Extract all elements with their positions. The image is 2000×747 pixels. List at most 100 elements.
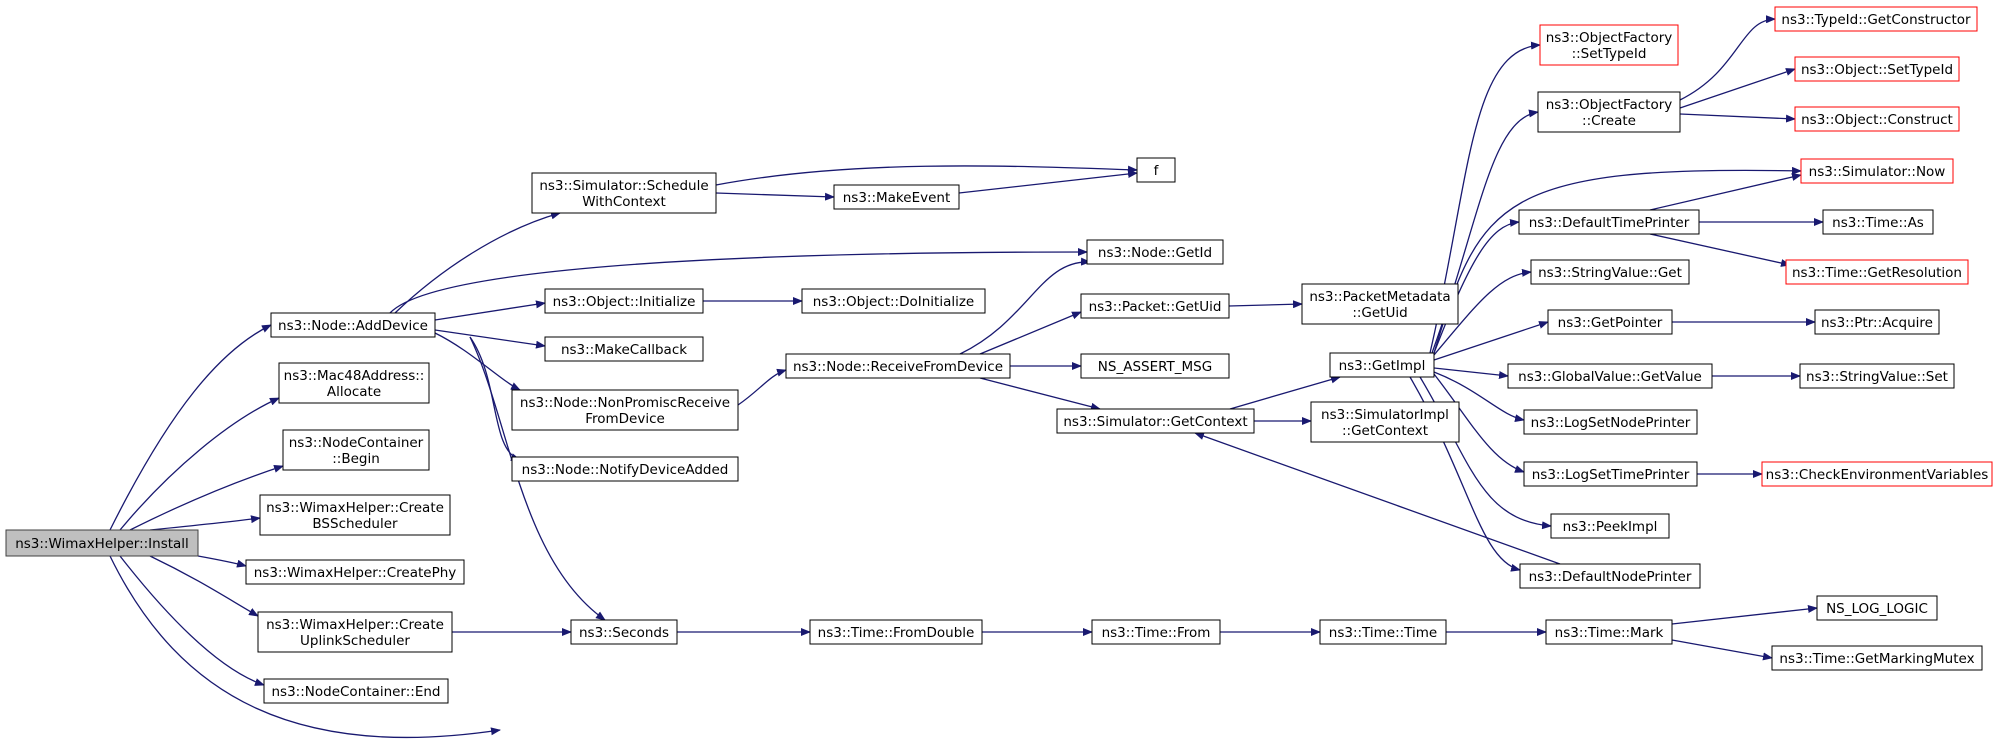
node-seconds[interactable]: ns3::Seconds	[570, 619, 678, 645]
node-pktuid[interactable]: ns3::Packet::GetUid	[1080, 293, 1230, 319]
node-simnow[interactable]: ns3::Simulator::Now	[1800, 158, 1954, 184]
node-getptr[interactable]: ns3::GetPointer	[1547, 309, 1673, 335]
node-strset[interactable]: ns3::StringValue::Set	[1799, 363, 1955, 389]
node-label: ns3::Time::FromDouble	[818, 625, 975, 641]
edge-install-to-ncend	[119, 555, 265, 686]
node-box	[1816, 595, 1938, 621]
node-label: ::Create	[1582, 113, 1636, 129]
node-timefrom[interactable]: ns3::Time::From	[1091, 619, 1221, 645]
node-box	[282, 429, 430, 471]
node-box	[1523, 461, 1698, 487]
node-label: ns3::StringValue::Set	[1806, 369, 1948, 385]
node-install[interactable]: ns3::WimaxHelper::Install	[5, 529, 199, 557]
node-timetime[interactable]: ns3::Time::Time	[1319, 619, 1447, 645]
node-simimplctx[interactable]: ns3::SimulatorImpl::GetContext	[1310, 401, 1460, 443]
node-label: ns3::Node::NonPromiscReceive	[520, 395, 730, 411]
node-box	[570, 619, 678, 645]
node-objsettype[interactable]: ns3::Object::SetTypeId	[1794, 56, 1960, 82]
node-lognode[interactable]: ns3::LogSetNodePrinter	[1523, 409, 1698, 435]
node-getid[interactable]: ns3::Node::GetId	[1086, 239, 1224, 265]
node-typector[interactable]: ns3::TypeId::GetConstructor	[1774, 6, 1978, 32]
node-recvfrom[interactable]: ns3::Node::ReceiveFromDevice	[785, 353, 1011, 379]
edge-install-to-createul	[149, 555, 259, 617]
node-label: ns3::PeekImpl	[1563, 519, 1658, 535]
node-box	[1310, 401, 1460, 443]
edge-getimpl-to-gvget	[1433, 367, 1509, 380]
node-box	[801, 288, 986, 314]
node-ofsettype[interactable]: ns3::ObjectFactory::SetTypeId	[1539, 24, 1679, 66]
node-label: ns3::GetPointer	[1558, 315, 1663, 331]
node-gvget[interactable]: ns3::GlobalValue::GetValue	[1507, 363, 1713, 389]
node-makeevent[interactable]: ns3::MakeEvent	[833, 184, 960, 210]
node-nsassert[interactable]: NS_ASSERT_MSG	[1080, 353, 1230, 379]
node-objconstruct[interactable]: ns3::Object::Construct	[1794, 106, 1960, 132]
node-adddevice[interactable]: ns3::Node::AddDevice	[270, 312, 436, 338]
node-notify[interactable]: ns3::Node::NotifyDeviceAdded	[511, 456, 739, 482]
node-label: ns3::Time::GetResolution	[1792, 265, 1962, 281]
node-ptracq[interactable]: ns3::Ptr::Acquire	[1814, 309, 1940, 335]
node-timemark[interactable]: ns3::Time::Mark	[1545, 619, 1673, 645]
node-box	[544, 288, 704, 314]
function-nodes: ns3::WimaxHelper::Install ns3::Node::AddD…	[5, 6, 1993, 704]
node-markmutex[interactable]: ns3::Time::GetMarkingMutex	[1771, 645, 1983, 671]
node-label: ns3::Simulator::Now	[1809, 164, 1946, 180]
node-label: ns3::NodeContainer::End	[272, 684, 441, 700]
node-label: ns3::Seconds	[579, 625, 669, 641]
node-label: ns3::DefaultTimePrinter	[1529, 215, 1690, 231]
node-defnodepr[interactable]: ns3::DefaultNodePrinter	[1519, 563, 1701, 589]
edge-recvfrom-to-getctx	[979, 377, 1101, 411]
node-objinit[interactable]: ns3::Object::Initialize	[544, 288, 704, 314]
node-box	[1539, 24, 1679, 66]
node-makecb[interactable]: ns3::MakeCallback	[544, 336, 704, 362]
node-box	[1814, 309, 1940, 335]
node-label: ns3::Time::Time	[1329, 625, 1437, 641]
node-checkenv[interactable]: ns3::CheckEnvironmentVariables	[1761, 461, 1993, 487]
node-createphy[interactable]: ns3::WimaxHelper::CreatePhy	[245, 559, 465, 585]
node-logtime[interactable]: ns3::LogSetTimePrinter	[1523, 461, 1698, 487]
node-label: ns3::PacketMetadata	[1309, 289, 1450, 305]
node-box	[5, 529, 199, 557]
node-f[interactable]: f	[1136, 157, 1176, 183]
node-timeres[interactable]: ns3::Time::GetResolution	[1785, 259, 1969, 285]
node-deftimepr[interactable]: ns3::DefaultTimePrinter	[1518, 209, 1700, 235]
node-pmuid[interactable]: ns3::PacketMetadata::GetUid	[1301, 283, 1459, 325]
node-label: ns3::Object::Initialize	[553, 294, 696, 310]
node-label: ns3::Node::AddDevice	[278, 318, 428, 334]
node-getctx[interactable]: ns3::Simulator::GetContext	[1056, 408, 1255, 434]
edge-ofcreate-to-objconstruct	[1679, 113, 1796, 123]
node-label: ns3::CheckEnvironmentVariables	[1766, 467, 1989, 483]
node-peek[interactable]: ns3::PeekImpl	[1550, 513, 1670, 539]
node-label: ns3::ObjectFactory	[1546, 97, 1673, 113]
node-nslogic[interactable]: NS_LOG_LOGIC	[1816, 595, 1938, 621]
node-box	[1537, 91, 1681, 133]
node-strget[interactable]: ns3::StringValue::Get	[1530, 259, 1690, 285]
node-box	[511, 456, 739, 482]
node-ncbegin[interactable]: ns3::NodeContainer::Begin	[282, 429, 430, 471]
node-ncend[interactable]: ns3::NodeContainer::End	[263, 678, 449, 704]
node-label: ns3::StringValue::Get	[1538, 265, 1682, 281]
edge-schedctx-to-f	[715, 165, 1138, 186]
node-fromdouble[interactable]: ns3::Time::FromDouble	[809, 619, 983, 645]
node-ofcreate[interactable]: ns3::ObjectFactory::Create	[1537, 91, 1681, 133]
edge-recvfrom-to-getid	[959, 257, 1091, 355]
node-label: ns3::Simulator::Schedule	[539, 178, 708, 194]
node-box	[1518, 209, 1700, 235]
node-label: ns3::Object::DoInitialize	[813, 294, 975, 310]
edge-adddevice-to-schedctx	[394, 211, 561, 314]
node-label: ns3::TypeId::GetConstructor	[1781, 12, 1971, 28]
node-box	[1545, 619, 1673, 645]
node-box	[544, 336, 704, 362]
node-label: ns3::WimaxHelper::Install	[15, 536, 189, 552]
node-mac48[interactable]: ns3::Mac48Address::Allocate	[278, 362, 430, 404]
node-doinit[interactable]: ns3::Object::DoInitialize	[801, 288, 986, 314]
node-timeas[interactable]: ns3::Time::As	[1822, 209, 1934, 235]
edge-timemark-to-nslogic	[1671, 605, 1818, 625]
node-label: ns3::Packet::GetUid	[1089, 299, 1222, 315]
node-getimpl[interactable]: ns3::GetImpl	[1329, 352, 1435, 378]
edge-ofcreate-to-objsettype	[1679, 68, 1796, 109]
